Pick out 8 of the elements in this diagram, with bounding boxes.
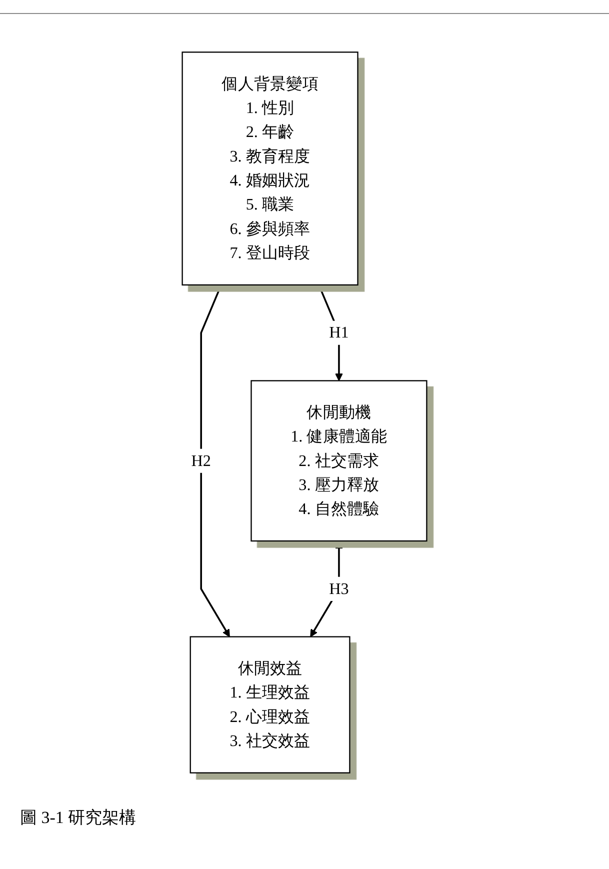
- edge-label: H3: [329, 579, 349, 598]
- node-box: 休閒效益 1. 生理效益 2. 心理效益 3. 社交效益: [190, 636, 350, 774]
- arrow: [200, 284, 230, 638]
- edge-label: H2: [191, 451, 211, 470]
- edge-label: H1: [329, 323, 349, 342]
- figure-caption: 圖 3-1 研究架構: [20, 807, 136, 829]
- node-box: 個人背景變項 1. 性別 2. 年齡 3. 教育程度 4. 婚姻狀況 5. 職業 6. 參與頻率 7. 登山時段: [182, 52, 358, 286]
- node-box: 休閒動機 1. 健康體適能 2. 社交需求 3. 壓力釋放 4. 自然體驗: [250, 380, 428, 542]
